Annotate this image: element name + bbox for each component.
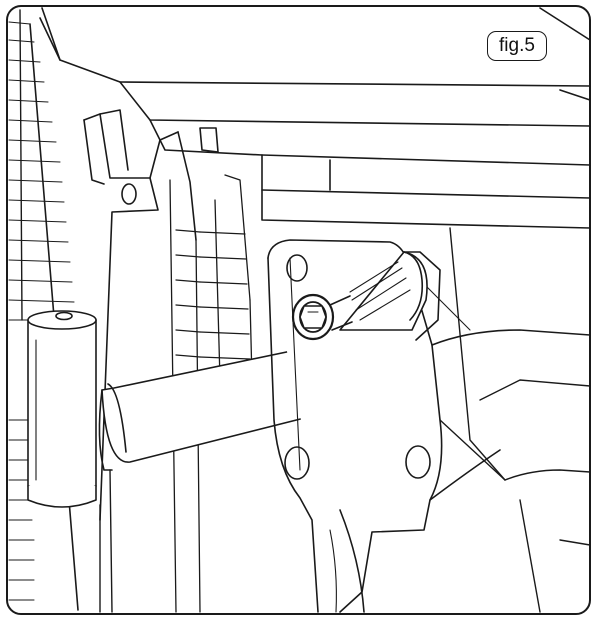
bolt-head — [291, 293, 353, 341]
left-bracket — [83, 109, 197, 521]
frame-border — [6, 5, 591, 615]
upper-housing — [39, 7, 591, 229]
plate-hole-top — [286, 254, 308, 282]
slotted-sleeve — [339, 251, 441, 341]
plate-hole-lower-left — [284, 446, 310, 480]
right-body-panels — [439, 227, 591, 613]
radiator-fins — [8, 9, 113, 613]
figure-label: fig.5 — [487, 31, 547, 61]
hinge-pin-assembly — [27, 310, 97, 508]
bracket-hole — [121, 183, 137, 205]
plate-hole-lower-right — [405, 445, 431, 479]
